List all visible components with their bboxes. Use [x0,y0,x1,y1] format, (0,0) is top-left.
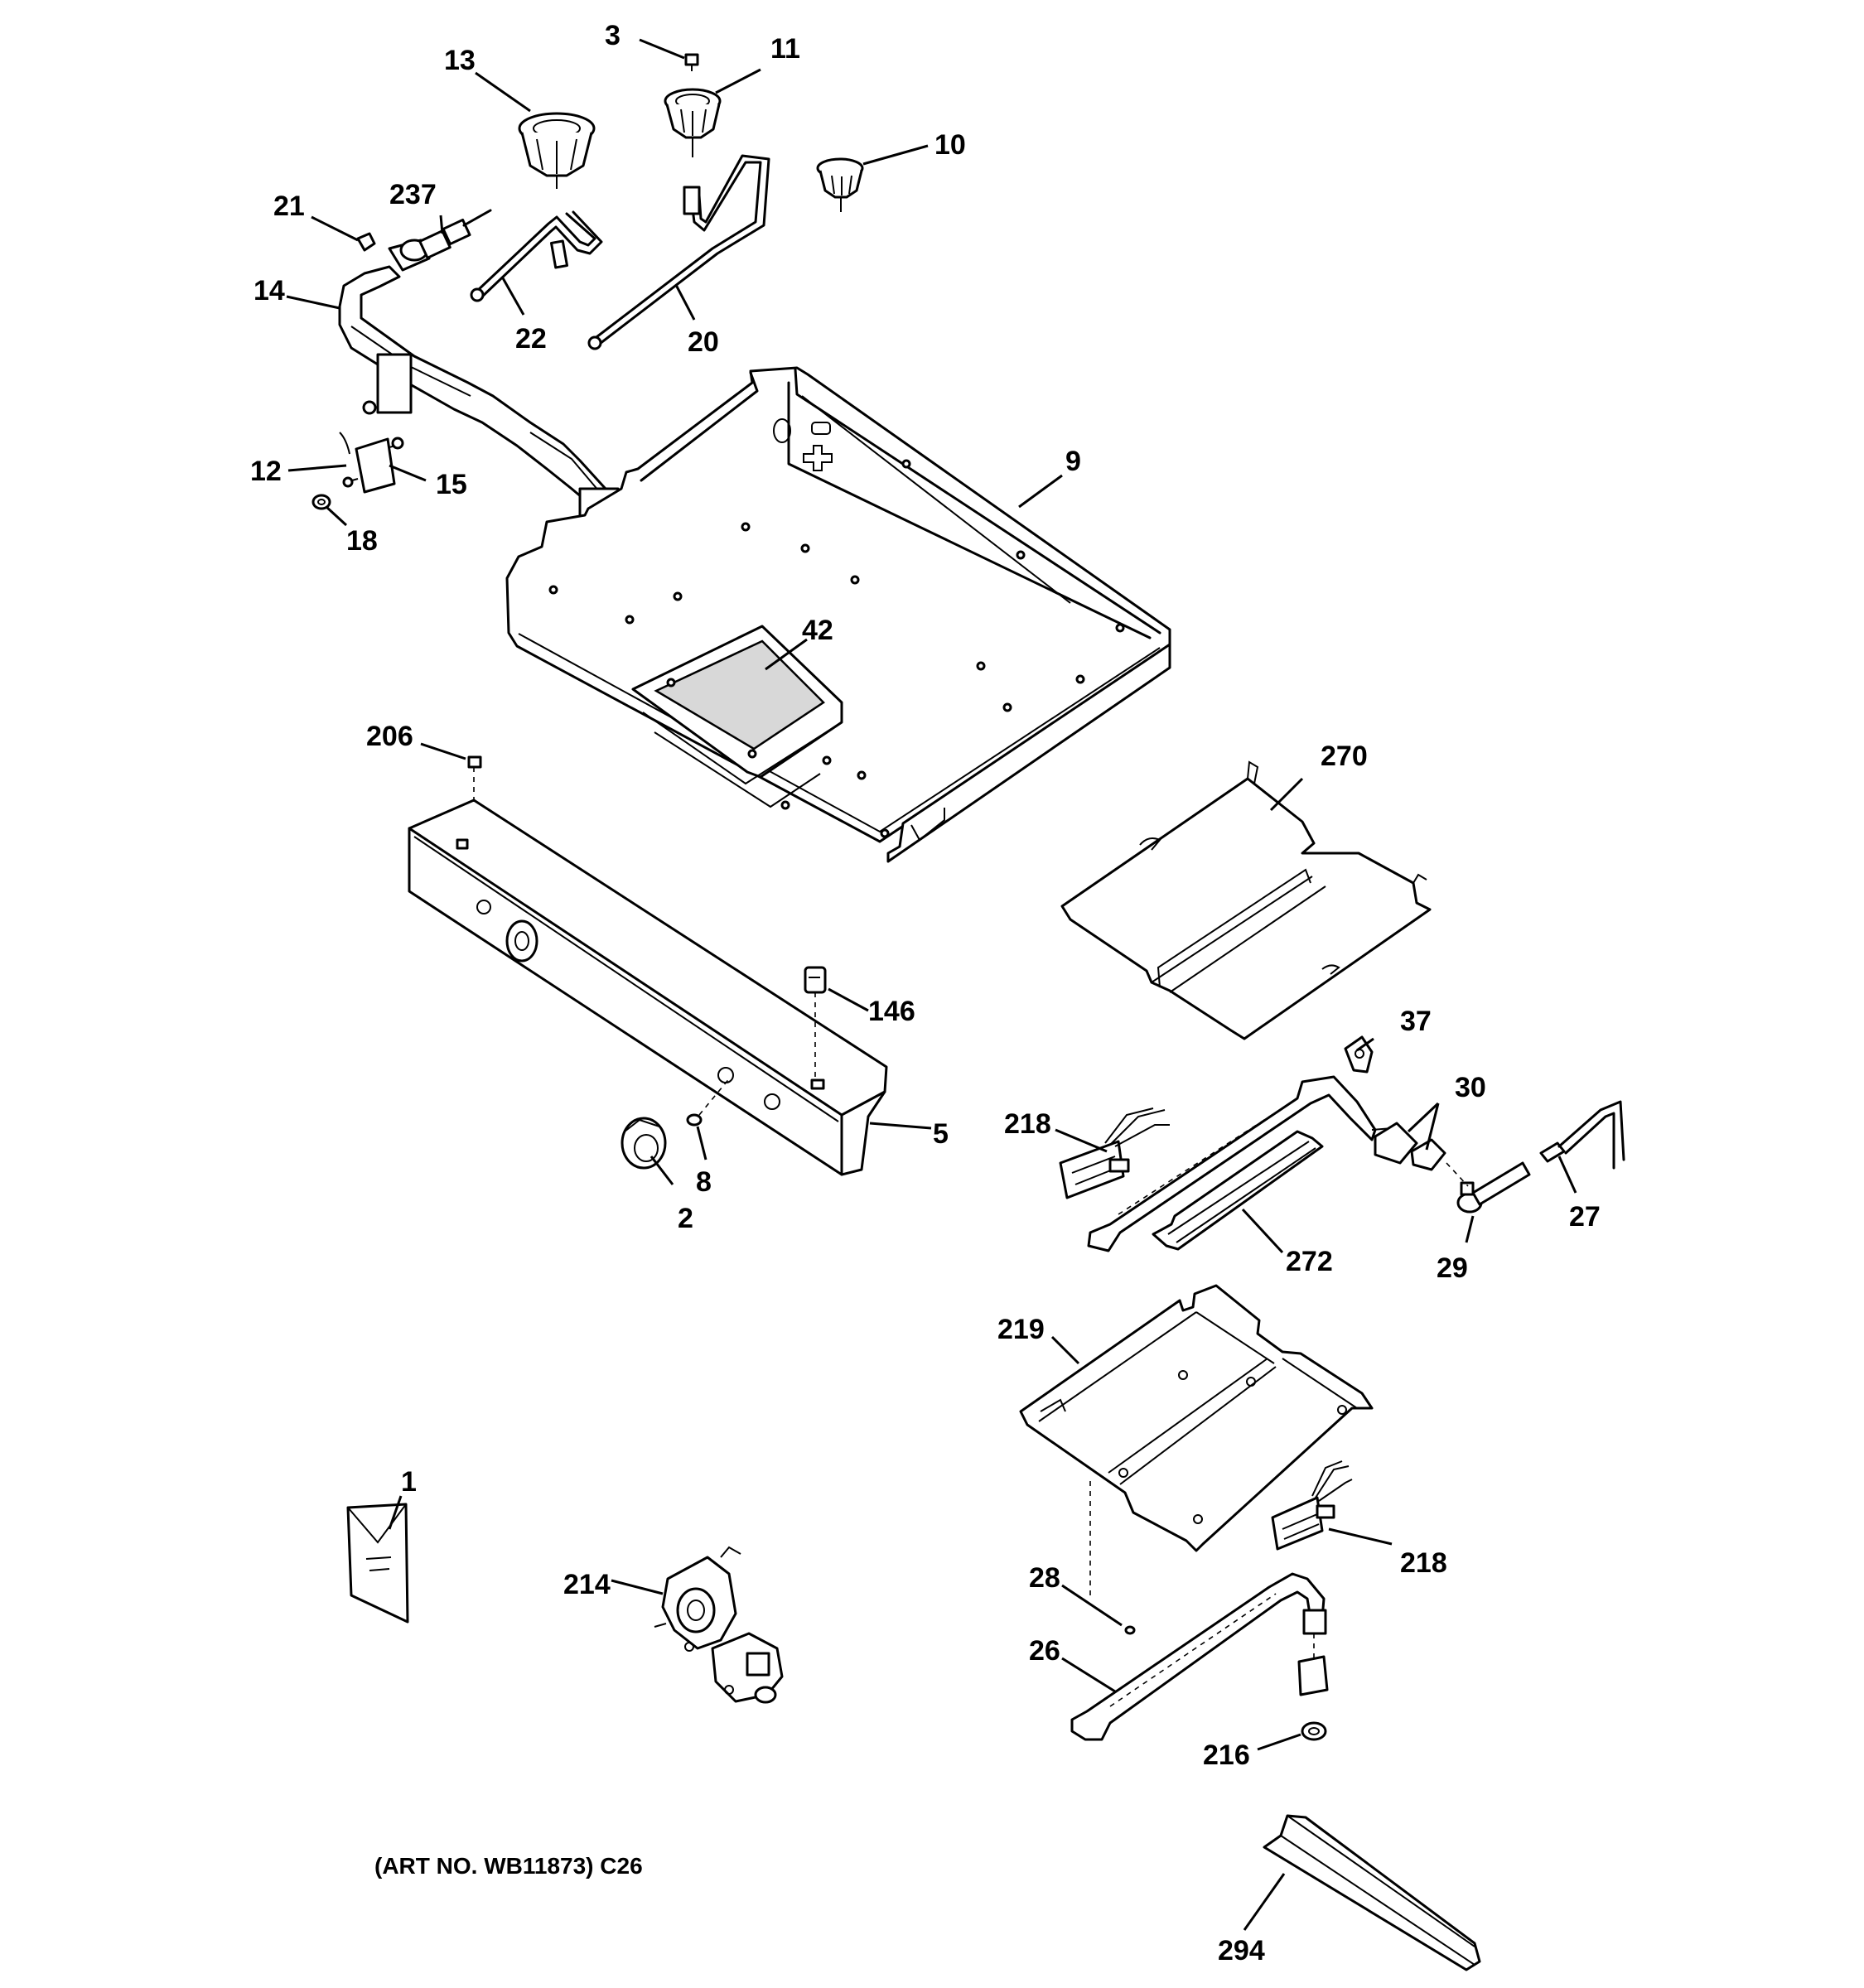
tube-27 [1539,1100,1625,1170]
callout-15: 15 [436,469,467,500]
burner-head-10 [816,157,864,212]
callout-5: 5 [933,1118,949,1150]
nut-21 [356,232,376,252]
baffle-272 [1152,1130,1324,1251]
callout-218-upper: 218 [1004,1108,1051,1140]
callout-11: 11 [770,33,800,65]
igniter-218-upper [1059,1107,1170,1199]
valve-bracket-12-15 [339,432,404,494]
screw-3 [684,53,699,71]
callout-29: 29 [1437,1252,1468,1284]
callout-18: 18 [346,525,378,557]
callout-27: 27 [1569,1201,1601,1233]
callout-216: 216 [1203,1740,1250,1771]
callout-294: 294 [1218,1935,1265,1966]
orifice-237 [418,209,492,259]
gas-valve-214 [654,1546,784,1704]
callout-22: 22 [515,323,547,355]
callout-37: 37 [1400,1006,1432,1037]
burner-head-13 [518,112,596,189]
callout-237: 237 [389,179,437,210]
art-number-caption: (ART NO. WB11873) C26 [374,1853,643,1879]
callout-146: 146 [868,996,915,1027]
screw-28 [1124,1625,1136,1635]
igniter-218-lower [1271,1460,1353,1551]
callout-270: 270 [1321,741,1368,772]
callout-28: 28 [1029,1562,1060,1594]
broil-burner-26 [1070,1572,1329,1741]
callout-9: 9 [1065,446,1081,477]
bracket-294 [1263,1814,1481,1971]
callout-26: 26 [1029,1635,1060,1667]
gas-tube-20 [587,154,770,350]
screw-206 [467,755,482,769]
callout-12: 12 [250,456,282,487]
box-holes [548,459,1125,838]
knob-2 [621,1117,667,1170]
callout-labels: 13 3 11 10 21 237 14 22 20 12 15 18 9 42… [250,20,1601,1966]
callout-10: 10 [934,129,966,161]
callout-30: 30 [1455,1072,1486,1103]
nut-18 [311,494,331,510]
callout-20: 20 [688,326,719,358]
callout-272: 272 [1286,1246,1333,1277]
burner-head-11 [664,88,722,157]
callout-1: 1 [401,1466,417,1498]
callout-219: 219 [997,1314,1045,1345]
callout-13: 13 [444,45,476,76]
callout-8: 8 [696,1166,712,1198]
screw-8 [686,1113,703,1127]
orifice-holder-29 [1456,1161,1531,1214]
shield-270 [1060,760,1432,1040]
callout-3: 3 [605,20,621,51]
callout-214: 214 [563,1569,611,1600]
bake-burner-tube [1087,1075,1402,1252]
control-panel-5 [408,799,888,1176]
leader-lines [286,38,1577,1931]
callout-218-lower: 218 [1400,1547,1447,1579]
callout-206: 206 [366,721,413,752]
callout-21: 21 [273,191,305,222]
gas-tube-22 [470,210,603,302]
clip-146 [804,966,827,994]
callout-14: 14 [254,275,285,306]
callout-42: 42 [802,615,833,646]
burner-box-9 [505,366,1171,863]
shield-219 [1019,1284,1374,1552]
callout-2: 2 [678,1203,693,1234]
literature-envelope-1 [346,1503,409,1624]
